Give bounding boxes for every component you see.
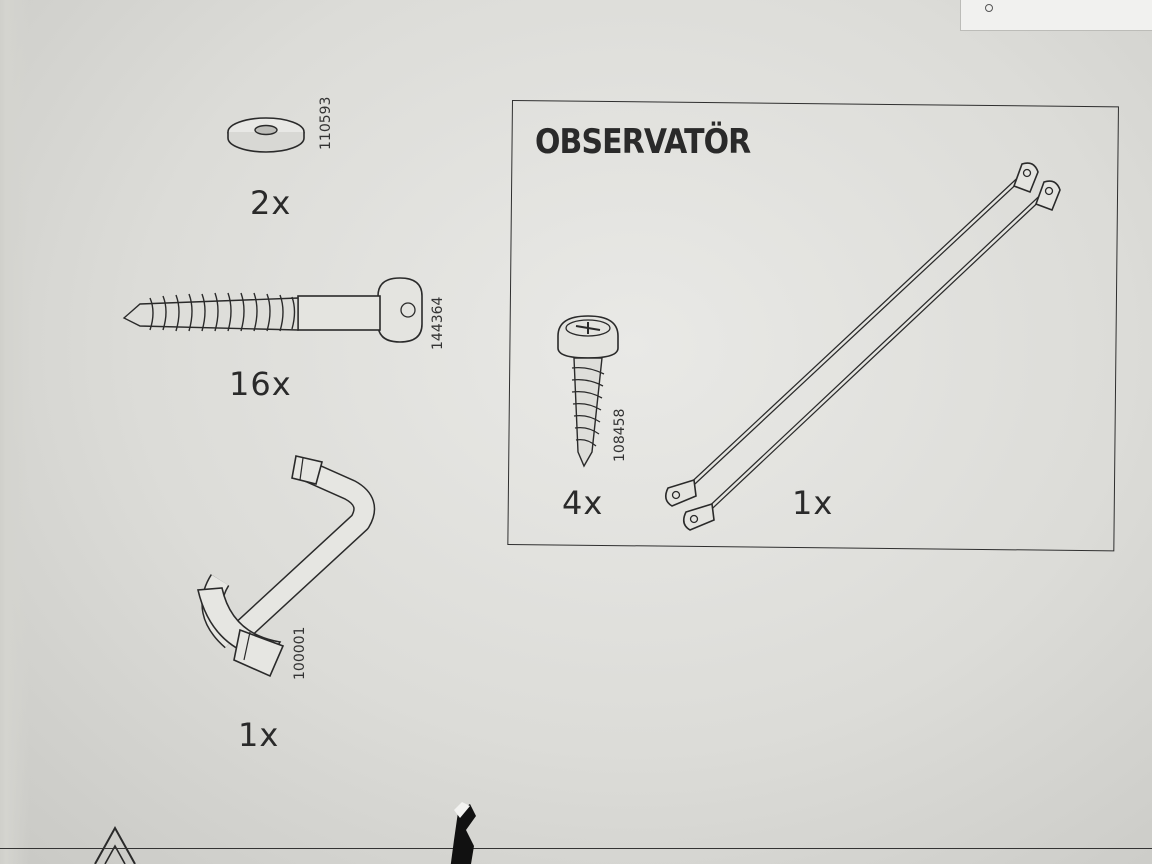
pan-head-screw-part-number: 108458 (612, 408, 628, 462)
wood-screw-part-number: 144364 (430, 296, 446, 350)
wood-screw-quantity: 16x (229, 365, 292, 403)
washer-quantity: 2x (250, 184, 292, 222)
warning-triangle-icon (94, 825, 136, 864)
paper-tear (450, 802, 476, 864)
page-binding (0, 0, 30, 864)
wood-screw-icon (122, 277, 423, 343)
tether-strap-quantity: 1x (792, 484, 834, 522)
allen-key-part-number: 100001 (292, 626, 308, 680)
pan-head-screw-icon (557, 315, 619, 468)
pan-head-screw-quantity: 4x (562, 484, 604, 522)
allen-key-icon (197, 455, 376, 678)
washer-icon (227, 117, 305, 153)
sheet-hole-mark (985, 4, 993, 12)
tether-strap-icon (664, 162, 1061, 531)
allen-key-quantity: 1x (238, 716, 280, 754)
box-title: OBSERVATÖR (535, 122, 751, 162)
washer-part-number: 110593 (318, 96, 334, 150)
bottom-rule (0, 848, 1152, 849)
